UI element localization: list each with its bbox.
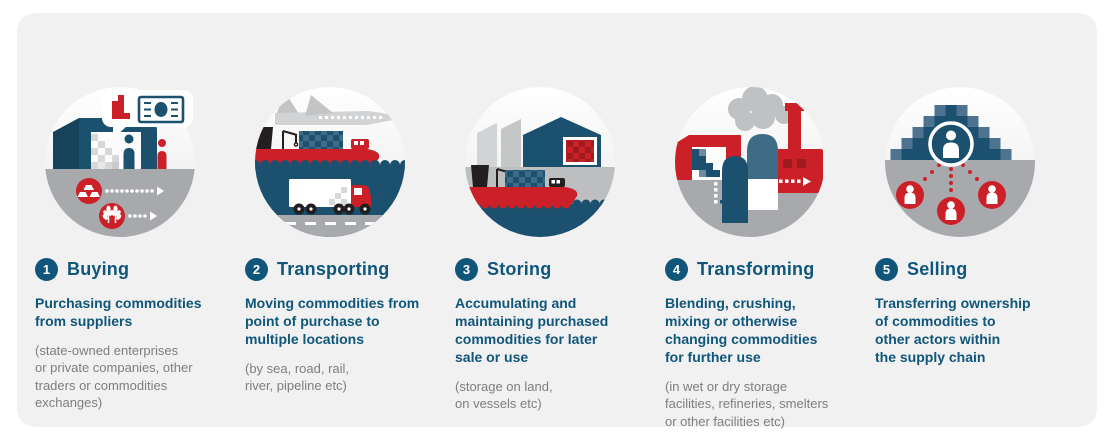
person-icon xyxy=(943,130,959,158)
transporting-illustration xyxy=(255,87,405,237)
smoke-cloud-icon xyxy=(728,87,793,131)
step-description: Purchasing commodities from suppliers xyxy=(35,295,202,329)
step-title: Transforming xyxy=(697,259,815,279)
navy-warehouse-icon xyxy=(523,117,601,167)
silo-icons xyxy=(722,134,778,223)
buyer-node-right xyxy=(978,181,1006,209)
ore-pixels xyxy=(692,149,720,177)
step-number-badge: 3 xyxy=(455,258,478,281)
step-header: 5 Selling xyxy=(875,258,1079,281)
seller-person-icon xyxy=(157,139,167,169)
buyer-node-left xyxy=(896,181,924,209)
network-dotted-lines xyxy=(923,163,979,192)
step-note: (storage on land, on vessels etc) xyxy=(455,378,553,412)
step-column-transporting: 2 Transporting Moving commodities from p… xyxy=(245,87,449,430)
cargo-ship-icon xyxy=(465,165,578,209)
step-column-transforming: 4 Transforming Blending, crushing, mixin… xyxy=(665,87,869,430)
step-number-badge: 2 xyxy=(245,258,268,281)
step-title: Selling xyxy=(907,259,968,279)
arrow-head xyxy=(157,186,164,196)
step-note: (state-owned enterprises or private comp… xyxy=(35,342,193,411)
person-icon xyxy=(904,185,916,204)
selling-illustration xyxy=(885,87,1035,237)
step-title: Storing xyxy=(487,259,552,279)
step-description: Blending, crushing, mixing or otherwise … xyxy=(665,295,818,365)
trader-person-icon xyxy=(123,134,135,169)
arrow-head xyxy=(150,211,157,221)
step-description: Accumulating and maintaining purchased c… xyxy=(455,295,609,365)
transforming-illustration xyxy=(675,87,825,237)
step-header: 1 Buying xyxy=(35,258,239,281)
transporting-figure xyxy=(255,87,405,237)
commodity-blocks-icon xyxy=(112,95,130,119)
step-title: Buying xyxy=(67,259,130,279)
factory-icon xyxy=(775,103,823,193)
grain-flow-arrow xyxy=(99,203,157,229)
step-header: 4 Transforming xyxy=(665,258,869,281)
price-bubble xyxy=(102,90,193,139)
gold-bars-icon xyxy=(77,185,100,197)
infographic-card: 1 Buying Purchasing commodities from sup… xyxy=(17,13,1097,430)
step-note: (in wet or dry storage facilities, refin… xyxy=(665,378,829,429)
buying-illustration xyxy=(45,87,195,237)
gray-warehouses-icon xyxy=(477,119,521,167)
airplane-icon xyxy=(275,92,398,125)
storing-illustration xyxy=(465,87,615,237)
ground xyxy=(45,169,195,237)
step-header: 3 Storing xyxy=(455,258,659,281)
step-number-badge: 5 xyxy=(875,258,898,281)
steps-row: 1 Buying Purchasing commodities from sup… xyxy=(17,13,1097,430)
smelter-shed-icon xyxy=(675,135,741,180)
step-number-badge: 1 xyxy=(35,258,58,281)
banknote-icon xyxy=(137,95,185,124)
stacked-goods-pixels xyxy=(91,134,119,169)
truck-icon xyxy=(289,179,371,215)
seller-node xyxy=(928,121,974,167)
step-column-buying: 1 Buying Purchasing commodities from sup… xyxy=(35,87,239,430)
buyer-node-center xyxy=(937,197,965,225)
step-title: Transporting xyxy=(277,259,390,279)
person-icon xyxy=(945,201,957,220)
step-description: Transferring ownership of commodities to… xyxy=(875,295,1031,365)
step-column-storing: 3 Storing Accumulating and maintaining p… xyxy=(455,87,659,430)
step-column-selling: 5 Selling Transferring ownership of comm… xyxy=(875,87,1079,430)
warehouse-icon xyxy=(53,118,157,169)
process-flow-arrow xyxy=(714,182,746,207)
gold-flow-arrow xyxy=(76,178,164,204)
step-note: (by sea, road, rail, river, pipeline etc… xyxy=(245,360,350,394)
step-header: 2 Transporting xyxy=(245,258,449,281)
buying-figure xyxy=(45,87,195,237)
person-icon xyxy=(986,185,998,204)
step-description: Moving commodities from point of purchas… xyxy=(245,295,420,347)
wheat-icon xyxy=(102,205,122,223)
storing-figure xyxy=(465,87,615,237)
road xyxy=(255,215,405,237)
step-number-badge: 4 xyxy=(665,258,688,281)
buyer-person-icon xyxy=(141,139,151,169)
output-arrow xyxy=(779,177,811,186)
transforming-figure xyxy=(675,87,825,237)
selling-figure xyxy=(885,87,1035,237)
